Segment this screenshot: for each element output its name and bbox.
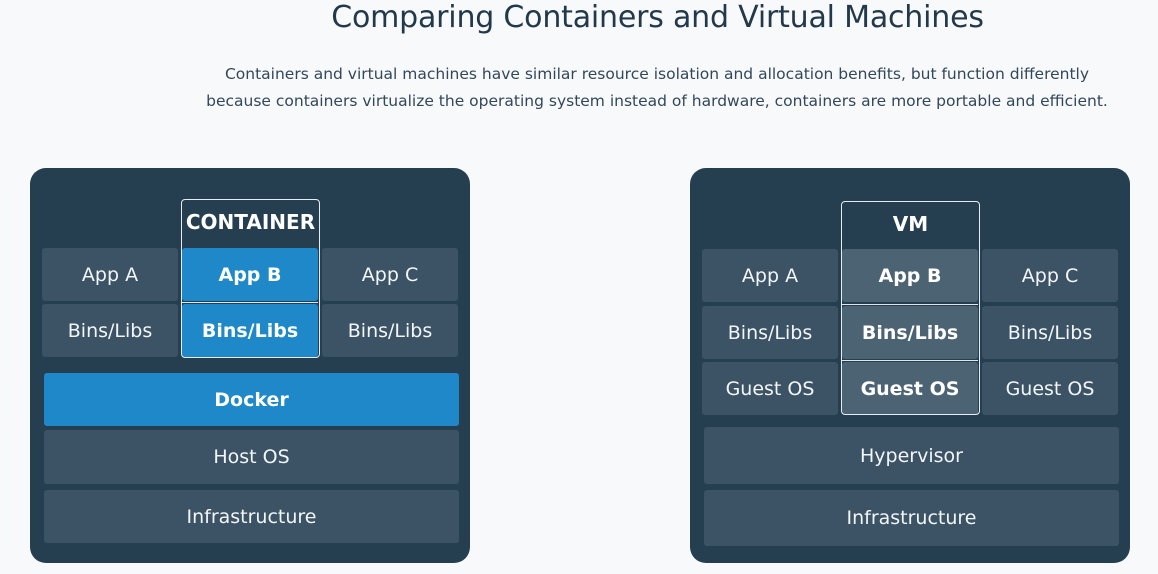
vm-frame-divider-2 xyxy=(842,360,978,361)
vm-frame-divider-1 xyxy=(842,304,978,305)
app-c-block: App C xyxy=(322,248,458,301)
vm-app-c-block: App C xyxy=(982,249,1118,302)
vm-bins-libs-b-block: Bins/Libs xyxy=(842,306,978,359)
vm-bins-libs-c-block: Bins/Libs xyxy=(982,306,1118,359)
app-a-block: App A xyxy=(42,248,178,301)
app-b-block: App B xyxy=(182,248,318,301)
bins-libs-c-block: Bins/Libs xyxy=(322,304,458,357)
host-os-block: Host OS xyxy=(44,430,459,484)
vm-frame-label: VM xyxy=(892,212,929,236)
container-frame: CONTAINER xyxy=(181,199,320,358)
vm-frame: VM xyxy=(841,201,980,415)
container-frame-label: CONTAINER xyxy=(185,210,316,234)
vm-app-b-block: App B xyxy=(842,249,978,302)
vm-diagram: App A App B App C Bins/Libs Bins/Libs Bi… xyxy=(690,168,1130,563)
vm-bins-libs-a-block: Bins/Libs xyxy=(702,306,838,359)
bins-libs-a-block: Bins/Libs xyxy=(42,304,178,357)
containers-diagram: App A App B App C Bins/Libs Bins/Libs Bi… xyxy=(30,168,470,563)
page-title: Comparing Containers and Virtual Machine… xyxy=(331,0,984,35)
guest-os-a-block: Guest OS xyxy=(702,362,838,415)
infrastructure-block: Infrastructure xyxy=(44,490,459,543)
docker-block: Docker xyxy=(44,373,459,426)
hypervisor-block: Hypervisor xyxy=(704,427,1119,484)
vm-app-a-block: App A xyxy=(702,249,838,302)
guest-os-c-block: Guest OS xyxy=(982,362,1118,415)
guest-os-b-block: Guest OS xyxy=(842,362,978,415)
bins-libs-b-block: Bins/Libs xyxy=(182,304,318,357)
page-subtitle: Containers and virtual machines have sim… xyxy=(206,65,1108,110)
vm-infrastructure-block: Infrastructure xyxy=(704,490,1119,546)
container-frame-divider xyxy=(182,302,318,303)
